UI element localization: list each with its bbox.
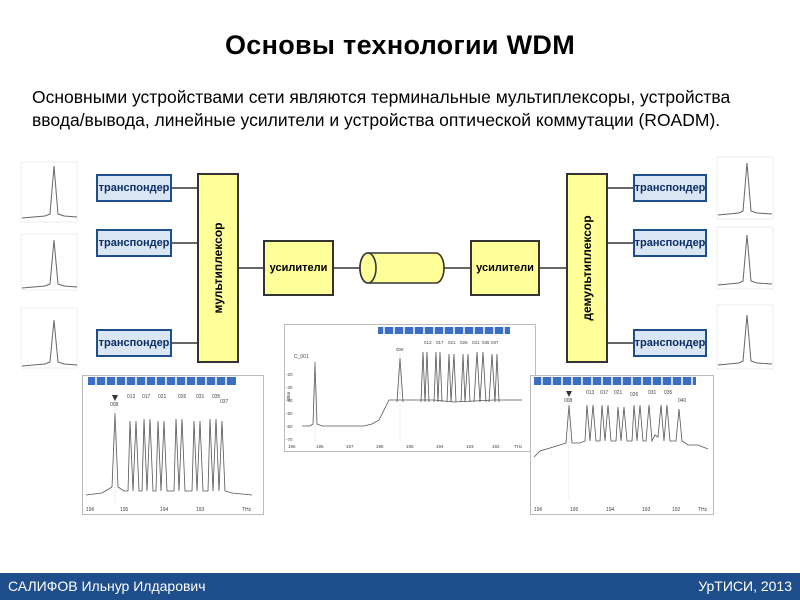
svg-text:031: 031 bbox=[472, 340, 480, 345]
svg-text:-70: -70 bbox=[286, 437, 293, 442]
svg-text:037: 037 bbox=[491, 340, 499, 345]
spectrum-right: 008 013 017 021 026 031 035 040 196 195 194 193 192… bbox=[530, 375, 714, 515]
svg-text:-60: -60 bbox=[286, 424, 293, 429]
svg-text:008: 008 bbox=[564, 398, 573, 404]
svg-text:dBm: dBm bbox=[286, 391, 291, 401]
svg-text:008: 008 bbox=[110, 402, 119, 408]
transponder-left-1: транспондер bbox=[96, 174, 172, 202]
svg-text:035: 035 bbox=[664, 390, 673, 396]
spectrum-middle: -20 -30 -40 -50 -60 -70 dBm C_001 008 013 017 02… bbox=[284, 324, 536, 452]
left-small-spectra bbox=[20, 161, 78, 369]
transponder-label: транспондер bbox=[98, 182, 170, 194]
svg-text:008: 008 bbox=[396, 347, 404, 352]
svg-text:013: 013 bbox=[586, 390, 595, 396]
slide-body-text: Основными устройствами сети являются тер… bbox=[32, 87, 731, 130]
transponder-right-2: транспондер bbox=[633, 229, 707, 257]
svg-text:197: 197 bbox=[346, 444, 354, 449]
svg-text:195: 195 bbox=[406, 444, 414, 449]
svg-text:195: 195 bbox=[120, 507, 129, 513]
svg-text:THz: THz bbox=[242, 507, 252, 513]
svg-text:192: 192 bbox=[492, 444, 500, 449]
transponder-left-2: транспондер bbox=[96, 229, 172, 257]
svg-text:037: 037 bbox=[220, 399, 229, 405]
fiber-cable bbox=[359, 252, 445, 284]
right-small-spectra bbox=[716, 156, 774, 370]
svg-text:035: 035 bbox=[212, 394, 221, 400]
svg-text:021: 021 bbox=[158, 394, 167, 400]
svg-text:-30: -30 bbox=[286, 385, 293, 390]
svg-text:026: 026 bbox=[178, 394, 187, 400]
svg-text:026: 026 bbox=[630, 392, 639, 398]
svg-text:194: 194 bbox=[160, 507, 169, 513]
svg-text:031: 031 bbox=[648, 390, 657, 396]
transponder-label: транспондер bbox=[634, 182, 706, 194]
multiplexer-box bbox=[197, 173, 239, 363]
svg-text:196: 196 bbox=[376, 444, 384, 449]
multiplexer-label: мультиплексор bbox=[211, 222, 225, 314]
svg-text:013: 013 bbox=[424, 340, 432, 345]
transponder-label: транспондер bbox=[634, 337, 706, 349]
svg-text:195: 195 bbox=[570, 507, 579, 513]
svg-text:021: 021 bbox=[448, 340, 456, 345]
amplifier-left: усилители bbox=[263, 240, 334, 296]
transponder-right-3: транспондер bbox=[633, 329, 707, 357]
svg-text:192: 192 bbox=[672, 507, 681, 513]
svg-text:-40: -40 bbox=[286, 398, 293, 403]
svg-text:017: 017 bbox=[142, 394, 151, 400]
footer-bar: САЛИФОВ Ильнур Илдарович УрТИСИ, 2013 bbox=[0, 573, 800, 600]
svg-text:C_001: C_001 bbox=[294, 354, 309, 360]
footer-author: САЛИФОВ Ильнур Илдарович bbox=[8, 578, 206, 594]
amplifier-label: усилители bbox=[269, 262, 328, 274]
svg-text:021: 021 bbox=[614, 390, 623, 396]
amplifier-right: усилители bbox=[470, 240, 540, 296]
svg-text:THz: THz bbox=[514, 444, 523, 449]
transponder-right-1: транспондер bbox=[633, 174, 707, 202]
svg-text:196: 196 bbox=[534, 507, 543, 513]
svg-text:017: 017 bbox=[600, 390, 609, 396]
footer-org-year: УрТИСИ, 2013 bbox=[698, 578, 792, 594]
svg-text:194: 194 bbox=[606, 507, 615, 513]
svg-text:194: 194 bbox=[436, 444, 444, 449]
demultiplexer-label: демультиплексор bbox=[580, 215, 594, 321]
svg-text:193: 193 bbox=[196, 507, 205, 513]
svg-text:-50: -50 bbox=[286, 411, 293, 416]
svg-text:040: 040 bbox=[678, 398, 687, 404]
slide-title: Основы технологии WDM bbox=[224, 30, 575, 60]
transponder-label: транспондер bbox=[98, 337, 170, 349]
svg-text:026: 026 bbox=[460, 340, 468, 345]
svg-text:031: 031 bbox=[196, 394, 205, 400]
transponder-label: транспондер bbox=[98, 237, 170, 249]
svg-text:193: 193 bbox=[466, 444, 474, 449]
demultiplexer-box bbox=[566, 173, 608, 363]
svg-text:035: 035 bbox=[482, 340, 490, 345]
svg-text:196: 196 bbox=[86, 507, 95, 513]
svg-text:195: 195 bbox=[316, 444, 324, 449]
svg-text:196: 196 bbox=[288, 444, 296, 449]
svg-text:-20: -20 bbox=[286, 372, 293, 377]
svg-text:THz: THz bbox=[698, 507, 708, 513]
transponder-label: транспондер bbox=[634, 237, 706, 249]
svg-text:013: 013 bbox=[127, 394, 136, 400]
amplifier-label: усилители bbox=[476, 262, 534, 274]
svg-text:193: 193 bbox=[642, 507, 651, 513]
transponder-left-3: транспондер bbox=[96, 329, 172, 357]
svg-text:017: 017 bbox=[436, 340, 444, 345]
